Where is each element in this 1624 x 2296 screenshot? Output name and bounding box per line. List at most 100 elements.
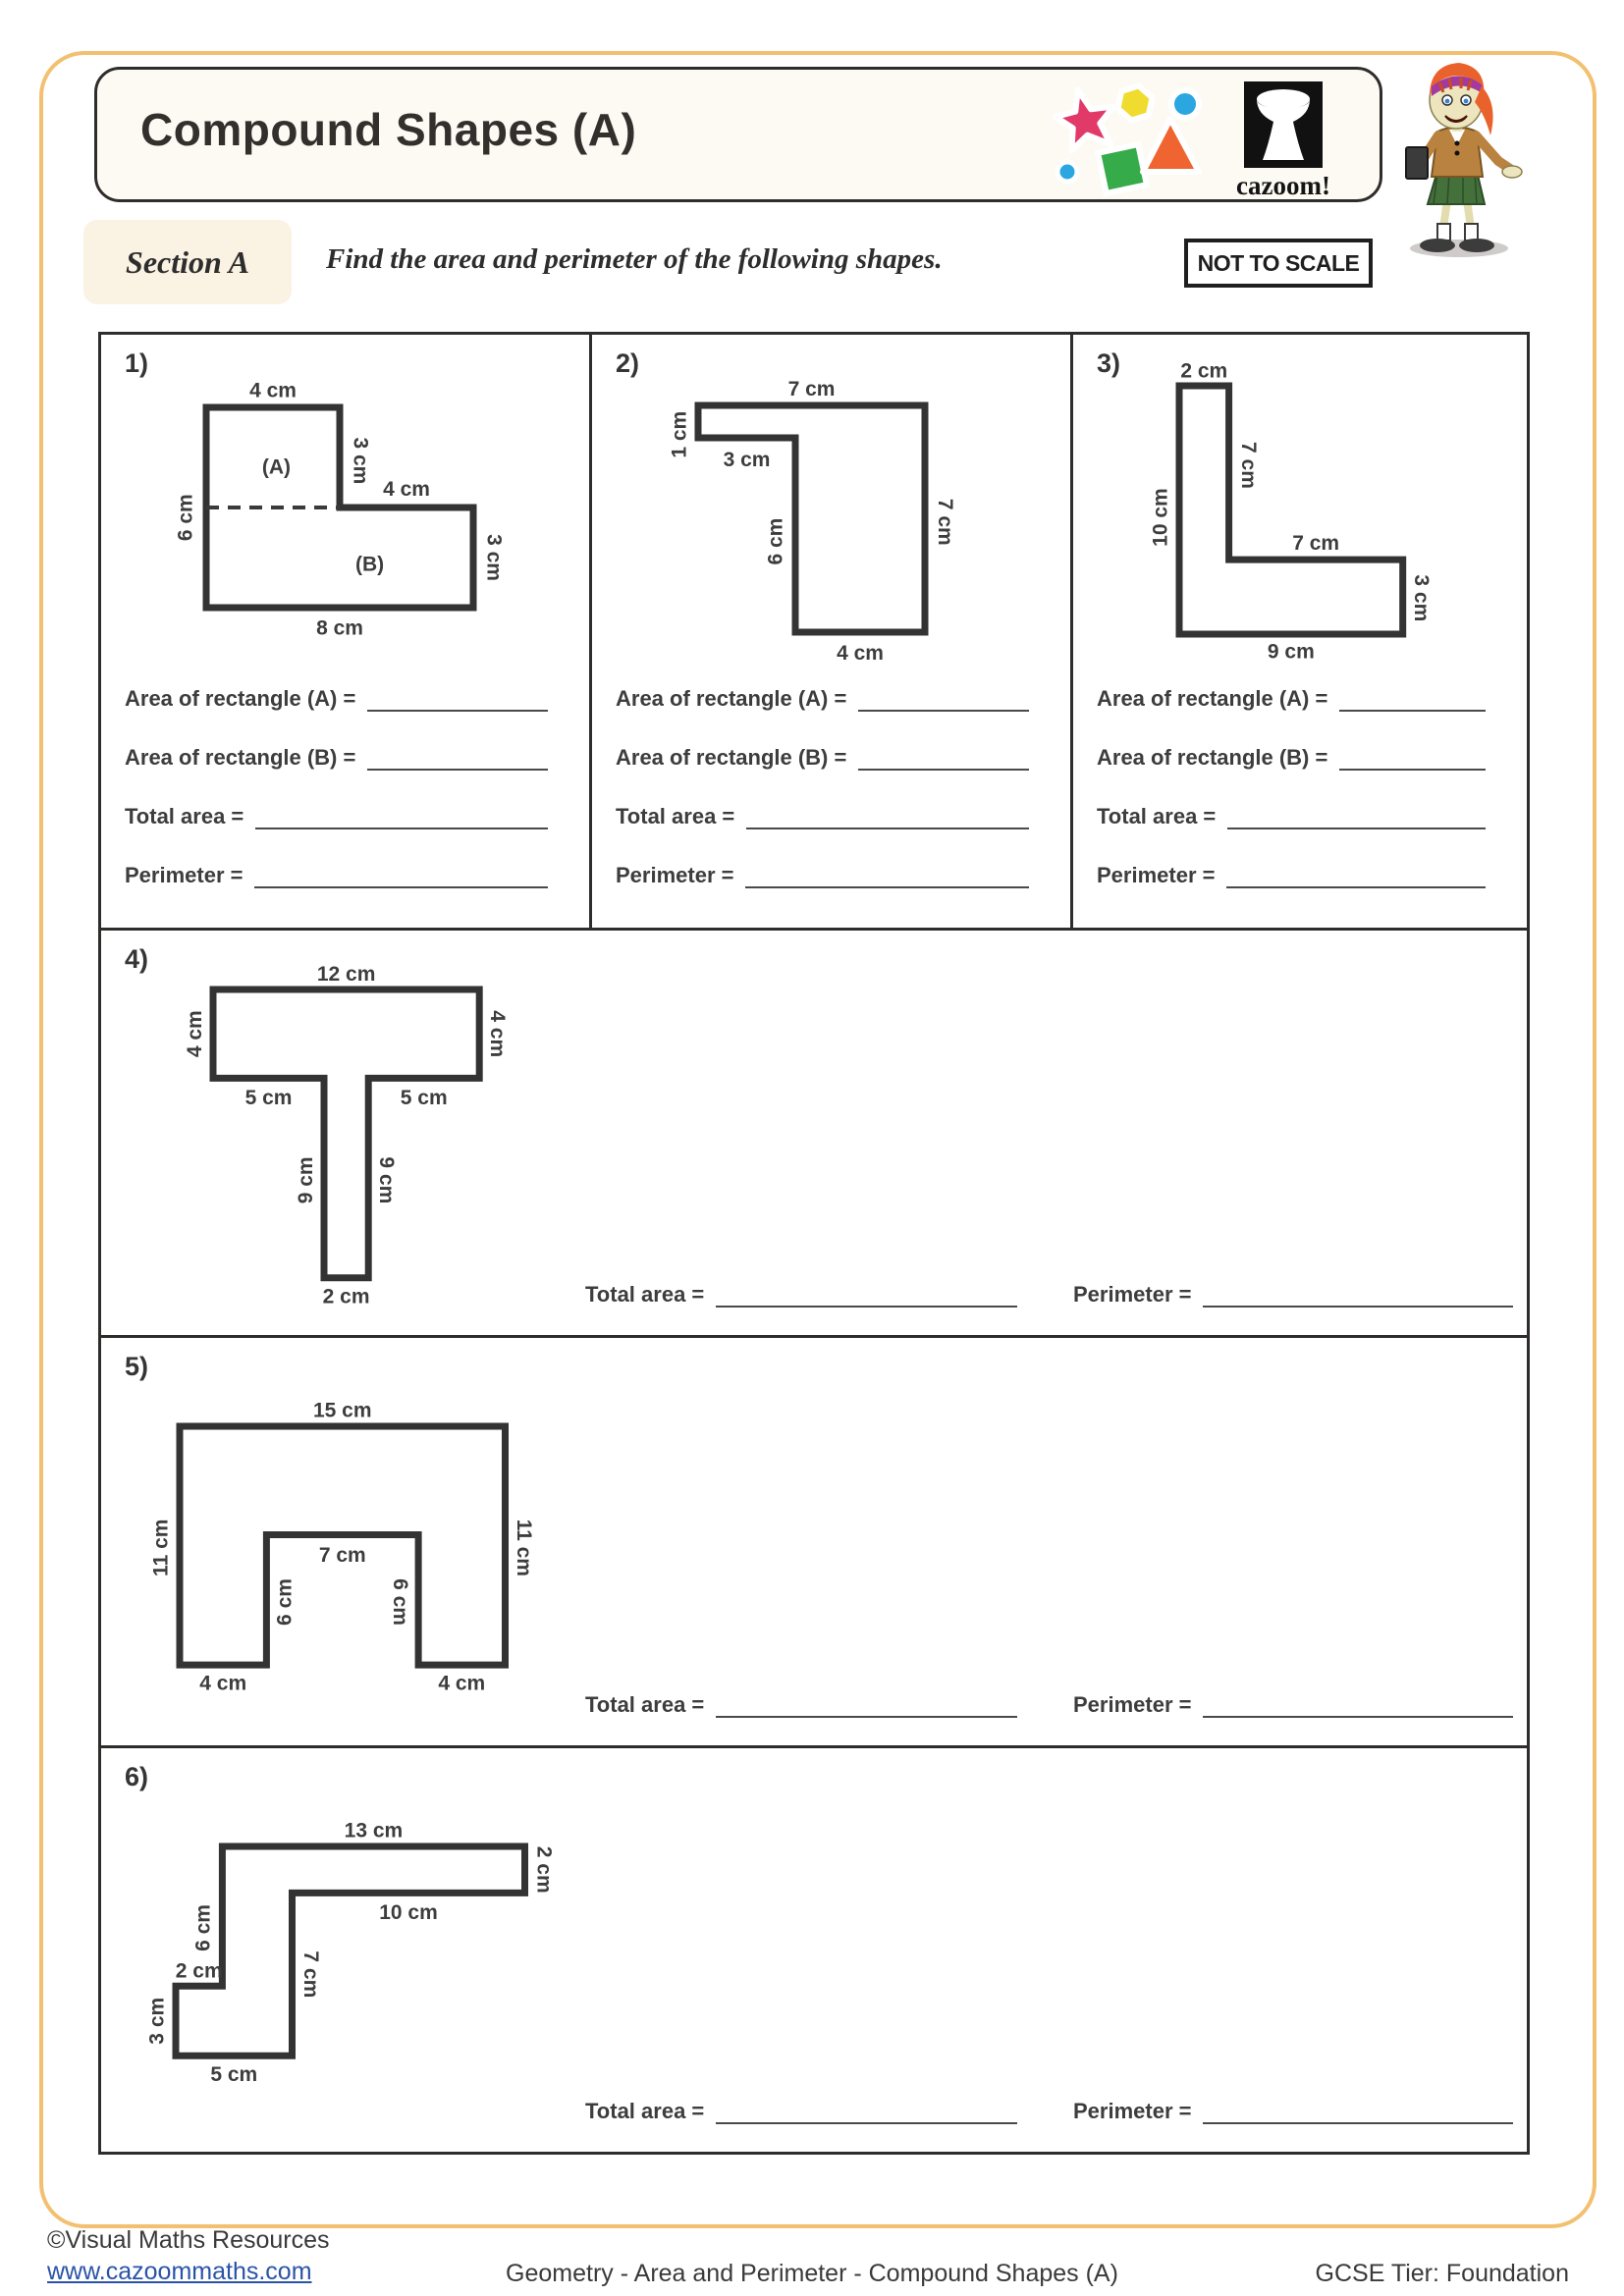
perimeter-label: Perimeter = <box>125 863 244 887</box>
question-number: 1) <box>125 348 149 378</box>
svg-text:10 cm: 10 cm <box>1150 488 1172 547</box>
answer-block-3: Area of rectangle (A) = Area of rectangl… <box>1097 678 1486 914</box>
svg-text:3 cm: 3 cm <box>483 534 506 581</box>
svg-text:7 cm: 7 cm <box>934 499 956 546</box>
total-area-label: Total area = <box>585 2099 705 2123</box>
answer-blank-area-a[interactable] <box>367 682 548 712</box>
svg-text:8 cm: 8 cm <box>316 617 363 640</box>
svg-text:3 cm: 3 cm <box>350 437 372 484</box>
answer-blank-perimeter[interactable] <box>1203 2097 1513 2124</box>
svg-text:11 cm: 11 cm <box>150 1520 173 1576</box>
cazoom-logo: cazoom! <box>1224 81 1342 201</box>
perimeter-row: Perimeter = <box>1073 1690 1513 1718</box>
answer-blank-perimeter[interactable] <box>1203 1280 1513 1308</box>
answer-block-2: Area of rectangle (A) = Area of rectangl… <box>616 678 1029 914</box>
answer-blank-total[interactable] <box>1227 800 1486 829</box>
cartoon-girl-illustration <box>1382 45 1530 266</box>
perimeter-label: Perimeter = <box>1073 1692 1192 1717</box>
perimeter-label: Perimeter = <box>616 863 734 887</box>
svg-text:13 cm: 13 cm <box>345 1819 404 1842</box>
svg-text:2 cm: 2 cm <box>1180 359 1227 382</box>
question-number: 2) <box>616 348 640 378</box>
answer-block-1: Area of rectangle (A) = Area of rectangl… <box>125 678 548 914</box>
answer-blank-area-b[interactable] <box>858 741 1029 771</box>
answer-blank-area-a[interactable] <box>858 682 1029 712</box>
footer-document-title: Geometry - Area and Perimeter - Compound… <box>506 2260 1118 2287</box>
svg-text:7 cm: 7 cm <box>319 1544 366 1567</box>
svg-text:3 cm: 3 cm <box>724 449 771 471</box>
area-a-label: Area of rectangle (A) = <box>125 686 356 711</box>
svg-text:15 cm: 15 cm <box>313 1400 372 1422</box>
answer-blank-area-b[interactable] <box>1339 741 1486 771</box>
question-number: 6) <box>125 1762 149 1791</box>
svg-text:7 cm: 7 cm <box>788 378 836 400</box>
svg-text:1 cm: 1 cm <box>668 411 690 458</box>
total-area-label: Total area = <box>1097 804 1217 828</box>
answer-blank-total[interactable] <box>255 800 548 829</box>
answer-blank-total[interactable] <box>716 1690 1017 1718</box>
svg-text:4 cm: 4 cm <box>438 1672 485 1694</box>
total-area-row: Total area = <box>585 1690 1017 1718</box>
svg-text:4 cm: 4 cm <box>383 478 430 501</box>
answer-blank-perimeter[interactable] <box>1203 1690 1513 1718</box>
svg-text:6 cm: 6 cm <box>389 1578 411 1626</box>
svg-text:6 cm: 6 cm <box>191 1904 214 1951</box>
svg-text:5 cm: 5 cm <box>210 2063 257 2086</box>
svg-text:10 cm: 10 cm <box>379 1901 438 1924</box>
svg-text:5 cm: 5 cm <box>401 1087 448 1109</box>
total-area-label: Total area = <box>125 804 244 828</box>
svg-text:6 cm: 6 cm <box>274 1578 297 1626</box>
header: Compound Shapes (A) cazoom! <box>94 67 1382 202</box>
total-area-label: Total area = <box>585 1692 705 1717</box>
cazoom-drum-icon <box>1244 81 1323 168</box>
page-title: Compound Shapes (A) <box>140 104 637 155</box>
svg-text:9 cm: 9 cm <box>375 1156 398 1203</box>
svg-text:9 cm: 9 cm <box>295 1156 317 1203</box>
svg-text:4 cm: 4 cm <box>199 1672 246 1694</box>
svg-text:7 cm: 7 cm <box>1292 532 1339 555</box>
answer-blank-perimeter[interactable] <box>254 859 548 888</box>
answer-blank-area-b[interactable] <box>367 741 548 771</box>
svg-text:4 cm: 4 cm <box>486 1010 509 1057</box>
perimeter-row: Perimeter = <box>1073 1280 1513 1308</box>
total-area-row: Total area = <box>585 1280 1017 1308</box>
area-b-label: Area of rectangle (B) = <box>1097 745 1328 770</box>
svg-text:(B): (B) <box>355 553 384 575</box>
answer-blank-area-a[interactable] <box>1339 682 1486 712</box>
answer-blank-total[interactable] <box>716 2097 1017 2124</box>
question-number: 3) <box>1097 348 1121 378</box>
footer-link[interactable]: www.cazoommaths.com <box>47 2258 312 2285</box>
not-to-scale-box: NOT TO SCALE <box>1184 239 1373 288</box>
area-a-label: Area of rectangle (A) = <box>1097 686 1328 711</box>
svg-text:9 cm: 9 cm <box>1268 641 1315 664</box>
svg-text:2 cm: 2 cm <box>323 1286 370 1308</box>
answer-blank-total[interactable] <box>746 800 1029 829</box>
svg-text:7 cm: 7 cm <box>1237 442 1260 489</box>
svg-text:4 cm: 4 cm <box>184 1010 206 1057</box>
question-number: 5) <box>125 1352 149 1381</box>
section-label-chip: Section A <box>83 220 292 304</box>
section-label: Section A <box>126 243 249 280</box>
perimeter-label: Perimeter = <box>1073 1282 1192 1307</box>
perimeter-label: Perimeter = <box>1097 863 1216 887</box>
answer-blank-perimeter[interactable] <box>745 859 1029 888</box>
answer-blank-perimeter[interactable] <box>1226 859 1486 888</box>
total-area-label: Total area = <box>585 1282 705 1307</box>
area-b-label: Area of rectangle (B) = <box>616 745 847 770</box>
perimeter-row: Perimeter = <box>1073 2097 1513 2124</box>
svg-text:12 cm: 12 cm <box>317 963 376 986</box>
total-area-row: Total area = <box>585 2097 1017 2124</box>
svg-text:2 cm: 2 cm <box>532 1846 555 1894</box>
answer-blank-total[interactable] <box>716 1280 1017 1308</box>
